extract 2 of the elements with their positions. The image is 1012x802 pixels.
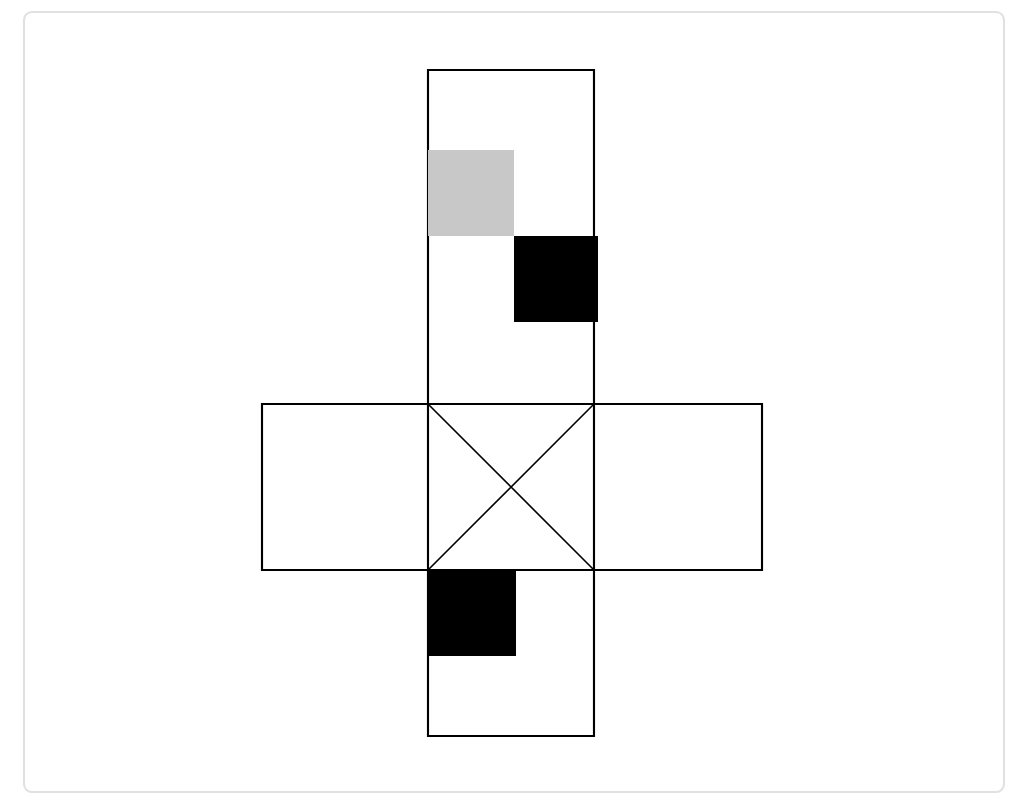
- net-rectangle: [260, 402, 764, 572]
- net-rectangle: [426, 68, 596, 738]
